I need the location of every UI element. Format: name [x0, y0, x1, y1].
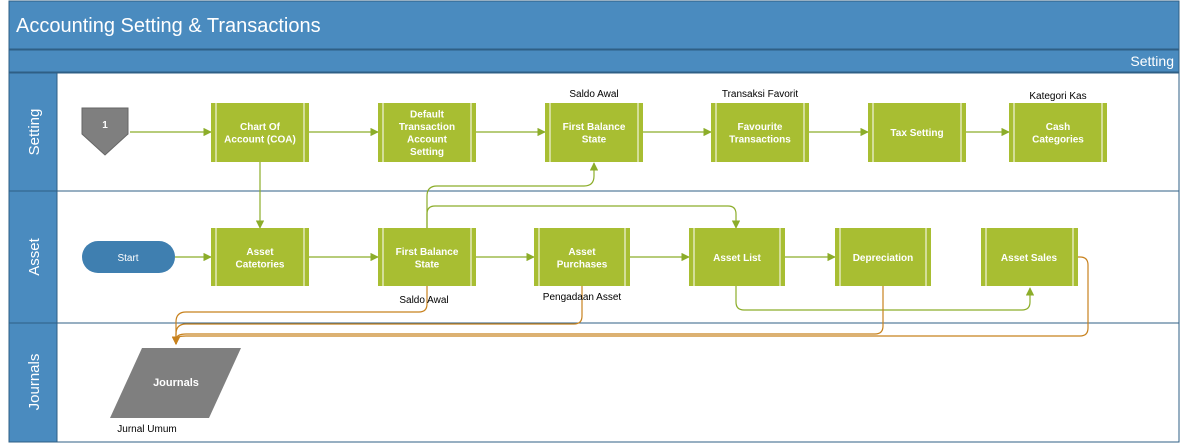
- connectors-orange: [171, 256, 1089, 345]
- conn-sales-journals: [171, 256, 1089, 345]
- diagram-title: Accounting Setting & Transactions: [16, 15, 321, 37]
- conn-purchases-journals: [171, 286, 583, 345]
- lane-body-journals: [56, 322, 1180, 443]
- lane-label-journals: Journals: [26, 354, 43, 411]
- conn-firstbal-up-setting: [426, 162, 599, 228]
- start-terminator[interactable]: [82, 241, 175, 273]
- process-label: Tax Setting: [890, 128, 943, 139]
- process-label: Asset List: [713, 253, 761, 264]
- note-kategori-kas: Kategori Kas: [1029, 91, 1086, 102]
- start-label: Start: [117, 253, 138, 264]
- process-depreciation[interactable]: Depreciation: [835, 228, 931, 286]
- journal-data-shape[interactable]: [110, 348, 241, 418]
- process-asset-list[interactable]: Asset List: [689, 228, 785, 286]
- process-asset-sales[interactable]: Asset Sales: [981, 228, 1078, 286]
- note-saldo-awal-asset: Saldo Awal: [399, 295, 448, 306]
- note-jurnal-umum: Jurnal Umum: [117, 424, 176, 435]
- lane-label-asset: Asset: [26, 237, 43, 275]
- offpage-label: 1: [102, 120, 108, 131]
- phase-label: Setting: [1130, 53, 1174, 69]
- lane-header-setting: [8, 72, 58, 192]
- lane-header-asset: [8, 190, 58, 324]
- connectors-green: [130, 127, 1035, 311]
- note-saldo-awal-setting: Saldo Awal: [569, 89, 618, 100]
- lane-header-journals: [8, 322, 58, 443]
- note-transaksi-favorit: Transaksi Favorit: [722, 89, 799, 100]
- process-label: Depreciation: [853, 253, 914, 264]
- title-bar: [8, 0, 1180, 50]
- journal-label: Journals: [153, 377, 199, 389]
- conn-firstbal-journals: [171, 286, 428, 345]
- offpage-connector: [81, 107, 129, 156]
- process-label: Asset Sales: [1001, 253, 1058, 264]
- phase-bar: [8, 49, 1180, 73]
- conn-firstbal-to-list: [426, 205, 741, 229]
- process-tax-setting[interactable]: Tax Setting: [868, 103, 966, 162]
- lane-label-setting: Setting: [26, 109, 43, 156]
- note-pengadaan-asset: Pengadaan Asset: [543, 292, 622, 303]
